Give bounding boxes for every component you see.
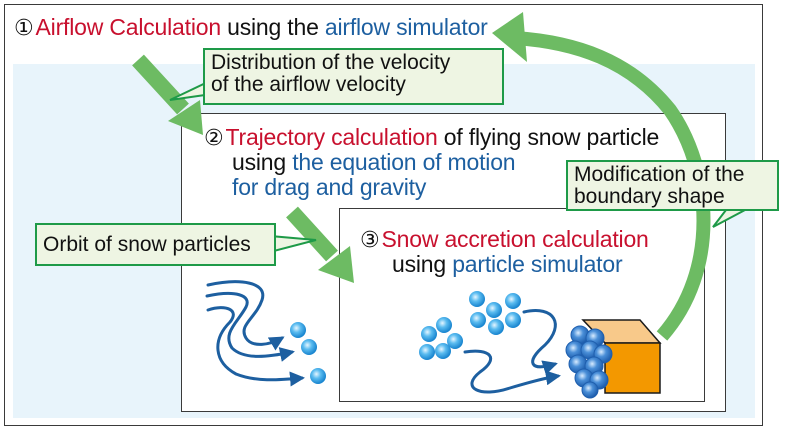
step3-title-red: Snow accretion calculation	[381, 226, 649, 252]
step3-line2: using particle simulator	[392, 251, 623, 277]
step1-title-blue: airflow simulator	[324, 14, 488, 40]
flow-arrow-1-to-2	[132, 54, 203, 135]
step1-title-mid: using the	[220, 14, 325, 40]
modification-callout: Modification of the boundary shape	[566, 160, 779, 211]
step1-heading: ①Airflow Calculation using the airflow s…	[14, 14, 488, 42]
velocity-callout-line1: Distribution of the velocity	[211, 51, 451, 74]
orbit-callout: Orbit of snow particles	[35, 223, 276, 266]
particle-cluster-top	[469, 291, 521, 335]
step2-line2-black: using	[232, 149, 293, 175]
orbit-particles	[290, 322, 326, 384]
feedback-arrow	[492, 12, 711, 341]
velocity-callout-line2: of the airflow velocity	[211, 73, 406, 96]
step3-line2-blue: particle simulator	[452, 251, 623, 277]
step3-line2-black: using	[392, 251, 453, 277]
modification-callout-line1: Modification of the	[574, 163, 745, 186]
accretion-trajectories	[463, 309, 561, 394]
flow-arrow-2-to-3	[286, 206, 354, 283]
accreted-snow	[565, 325, 613, 399]
step2-number: ②	[204, 126, 224, 151]
step1-number: ①	[14, 16, 34, 41]
step1-title-red: Airflow Calculation	[35, 14, 222, 40]
particle-cluster-left	[419, 317, 463, 360]
step2-line2: using the equation of motion	[232, 149, 516, 175]
velocity-callout: Distribution of the velocity of the airf…	[203, 48, 504, 105]
step2-title-red: Trajectory calculation	[225, 124, 438, 150]
step3-heading: ③Snow accretion calculation	[360, 226, 649, 254]
modification-callout-line2: boundary shape	[574, 185, 725, 208]
modification-callout-tail	[712, 209, 746, 228]
orbit-trajectories	[205, 280, 305, 387]
orbit-callout-tail	[269, 234, 317, 254]
step2-heading: ②Trajectory calculation of flying snow p…	[204, 124, 659, 152]
step2-line2-blue: the equation of motion	[292, 149, 516, 175]
step2-line3: for drag and gravity	[232, 174, 427, 200]
step2-title-mid: of flying snow particle	[437, 124, 660, 150]
step3-number: ③	[360, 228, 380, 253]
